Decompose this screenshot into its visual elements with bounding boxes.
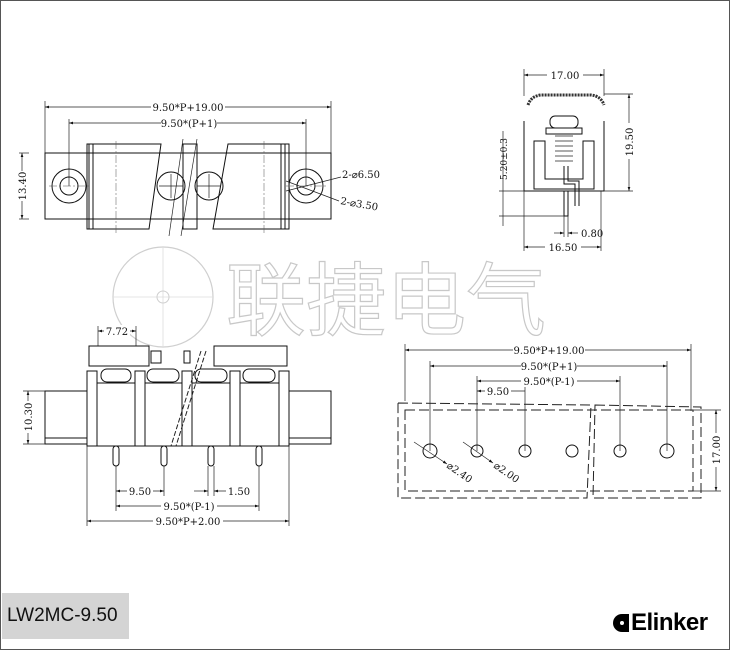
pcb-dim-pin-hole: ⌀2.00 [491,460,520,485]
pcb-dim-pin-span: 9.50*(P-1) [524,377,575,388]
dim-side-height: 19.50 [625,128,636,157]
dim-pin-size: 1.50 [228,487,250,498]
brand-name: Elinker [631,609,708,636]
dim-mount-pitch: 9.50*(P+1) [161,119,218,130]
dim-screw-offset: 7.72 [106,327,128,338]
dim-front-height: 10.30 [24,403,35,432]
pcb-dim-mount-pitch: 9.50*(P+1) [521,362,578,373]
dim-overall: 9.50*P+19.00 [152,103,223,114]
dim-pin-width: 0.80 [581,229,603,240]
dim-inner-hole: 2-⌀3.50 [339,196,378,213]
pcb-dim-overall: 9.50*P+19.00 [513,346,584,357]
dim-body-length: 9.50*P+2.00 [156,517,221,528]
pcb-layout: 9.50*P+19.00 9.50*(P+1) 9.50*(P-1) 9.50 … [397,344,723,499]
watermark: 联捷电气 [112,246,547,349]
watermark-text: 联捷电气 [226,255,546,348]
pcb-dim-depth: 17.00 [712,436,723,465]
dim-height: 13.40 [18,172,29,201]
brand-logo: Elinker [613,609,708,637]
dim-base-width: 16.50 [549,243,578,254]
top-view: 9.50*P+19.00 9.50*(P+1) 13.40 2-⌀6.50 2-… [16,101,380,237]
dim-pitch: 9.50 [129,487,151,498]
side-view: 17.00 19.50 5.20±0.3 0.80 16.50 [499,69,636,254]
model-number: LW2MC-9.50 [2,593,129,639]
dim-pin-span: 9.50*(P-1) [164,502,215,513]
brand-logo-icon [613,614,629,632]
dim-outer-hole: 2-⌀6.50 [342,170,380,181]
front-view: 7.72 10.30 9.50 1.50 9.50*(P-1) [22,325,332,528]
pcb-dim-mount-hole: ⌀2.40 [444,460,473,485]
dim-top-width: 17.00 [551,71,580,82]
pcb-dim-pitch: 9.50 [487,387,509,398]
dim-pin-length: 5.20±0.3 [500,138,510,180]
